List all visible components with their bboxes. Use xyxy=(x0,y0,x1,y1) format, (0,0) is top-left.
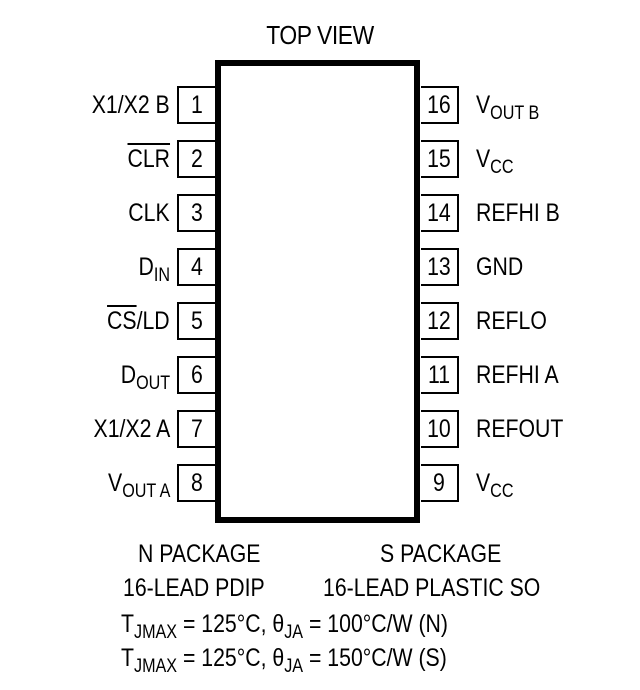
theta-value: = 150°C/W (S) xyxy=(303,644,447,672)
tj-symbol: T xyxy=(121,610,134,638)
theta-value: = 100°C/W (N) xyxy=(303,610,448,638)
pin-label-text: V xyxy=(476,91,491,119)
theta-symbol: θ xyxy=(272,644,285,672)
pin-label-text: REFOUT xyxy=(476,415,564,443)
pin-label-overline: CS xyxy=(107,307,137,335)
s-package-desc-text: 16-LEAD PLASTIC SO xyxy=(323,574,541,602)
pin-number: 2 xyxy=(191,145,203,173)
pin-number: 5 xyxy=(191,307,203,335)
pin-4-label: DIN xyxy=(133,250,170,286)
s-package-title: S PACKAGE xyxy=(380,540,523,569)
pin-6-label: DOUT xyxy=(112,358,170,394)
pin-10-label: REFOUT xyxy=(476,412,579,446)
pin-8-label: VOUT A xyxy=(97,466,170,502)
pin-number: 6 xyxy=(191,361,203,389)
pin-16-label: VOUT B xyxy=(476,88,550,124)
pin-label-subscript: CC xyxy=(490,157,514,178)
tj-value: = 125°C, xyxy=(177,644,273,672)
pin-14-label: REFHI B xyxy=(476,196,575,230)
pin-number: 1 xyxy=(191,91,203,119)
pin-2-label: CLR xyxy=(120,142,170,176)
tj-subscript: JMAX xyxy=(133,622,178,643)
pin-label-text: V xyxy=(476,145,491,173)
pin-14-box: 14 xyxy=(421,194,459,232)
pin-number: 10 xyxy=(427,415,451,443)
pin-number: 11 xyxy=(427,361,451,389)
pin-number: 7 xyxy=(191,415,203,443)
diagram-title: TOP VIEW xyxy=(266,20,374,50)
pin-label-text: REFHI A xyxy=(476,361,559,389)
pin-1-label: X1/X2 B xyxy=(78,88,170,122)
pin-5-box: 5 xyxy=(177,302,215,340)
pin-3-label: CLK xyxy=(121,196,170,230)
tj-subscript: JMAX xyxy=(133,656,178,677)
pin-label-text: REFHI B xyxy=(476,199,560,227)
pin-7-box: 7 xyxy=(177,410,215,448)
pin-15-box: 15 xyxy=(421,140,459,178)
pin-5-label: CS/LD xyxy=(96,304,170,338)
n-package-desc-text: 16-LEAD PDIP xyxy=(123,574,265,602)
pin-label-subscript: CC xyxy=(490,481,514,502)
pin-label-overline: CLR xyxy=(127,145,170,173)
pin-number: 15 xyxy=(427,145,451,173)
pin-8-box: 8 xyxy=(177,464,215,502)
n-package-title: N PACKAGE xyxy=(138,540,282,569)
pin-label-subscript: OUT B xyxy=(490,103,540,124)
pin-label-subscript: OUT A xyxy=(121,481,170,502)
pin-1-box: 1 xyxy=(177,86,215,124)
pin-number: 8 xyxy=(191,469,203,497)
pin-label-text: CLK xyxy=(128,199,170,227)
pin-label-text: GND xyxy=(476,253,524,281)
theta-symbol: θ xyxy=(272,610,285,638)
thermal-spec-s: TJMAX = 125°C, θJA = 150°C/W (S) xyxy=(121,644,504,678)
pin-number: 3 xyxy=(191,199,203,227)
pin-11-label: REFHI A xyxy=(476,358,573,392)
pin-label-text: D xyxy=(138,253,154,281)
pin-9-box: 9 xyxy=(421,464,459,502)
pin-16-box: 16 xyxy=(421,86,459,124)
pin-12-label: REFLO xyxy=(476,304,559,338)
pin-label-text: V xyxy=(476,469,491,497)
pin-label-text: REFLO xyxy=(476,307,547,335)
n-package-desc: 16-LEAD PDIP xyxy=(123,574,290,603)
theta-subscript: JA xyxy=(284,622,304,643)
pin-label-text: V xyxy=(107,469,122,497)
pin-9-label: VCC xyxy=(476,466,520,502)
pin-label-text: /LD xyxy=(136,307,170,335)
pin-number: 4 xyxy=(191,253,203,281)
pin-label-subscript: IN xyxy=(153,265,170,286)
pin-12-box: 12 xyxy=(421,302,459,340)
pin-10-box: 10 xyxy=(421,410,459,448)
pin-label-subscript: OUT xyxy=(135,373,170,394)
ic-package-body xyxy=(215,60,420,523)
pin-6-box: 6 xyxy=(177,356,215,394)
pin-7-label: X1/X2 A xyxy=(80,412,170,446)
pin-number: 16 xyxy=(427,91,451,119)
theta-subscript: JA xyxy=(284,656,304,677)
thermal-spec-n: TJMAX = 125°C, θJA = 100°C/W (N) xyxy=(121,610,506,644)
pin-13-label: GND xyxy=(476,250,532,284)
pin-label-text: X1/X2 A xyxy=(93,415,170,443)
pin-3-box: 3 xyxy=(177,194,215,232)
pin-number: 9 xyxy=(433,469,445,497)
pin-15-label: VCC xyxy=(476,142,520,178)
pin-number: 13 xyxy=(427,253,451,281)
s-package-desc: 16-LEAD PLASTIC SO xyxy=(323,574,579,603)
pin-13-box: 13 xyxy=(421,248,459,286)
pin-label-text: X1/X2 B xyxy=(92,91,170,119)
pin-number: 14 xyxy=(427,199,451,227)
pin-11-box: 11 xyxy=(421,356,459,394)
pin-4-box: 4 xyxy=(177,248,215,286)
s-package-title-text: S PACKAGE xyxy=(380,540,502,568)
pin-number: 12 xyxy=(427,307,451,335)
pin-2-box: 2 xyxy=(177,140,215,178)
n-package-title-text: N PACKAGE xyxy=(138,540,261,568)
tj-symbol: T xyxy=(121,644,134,672)
tj-value: = 125°C, xyxy=(177,610,273,638)
pin-label-text: D xyxy=(120,361,136,389)
